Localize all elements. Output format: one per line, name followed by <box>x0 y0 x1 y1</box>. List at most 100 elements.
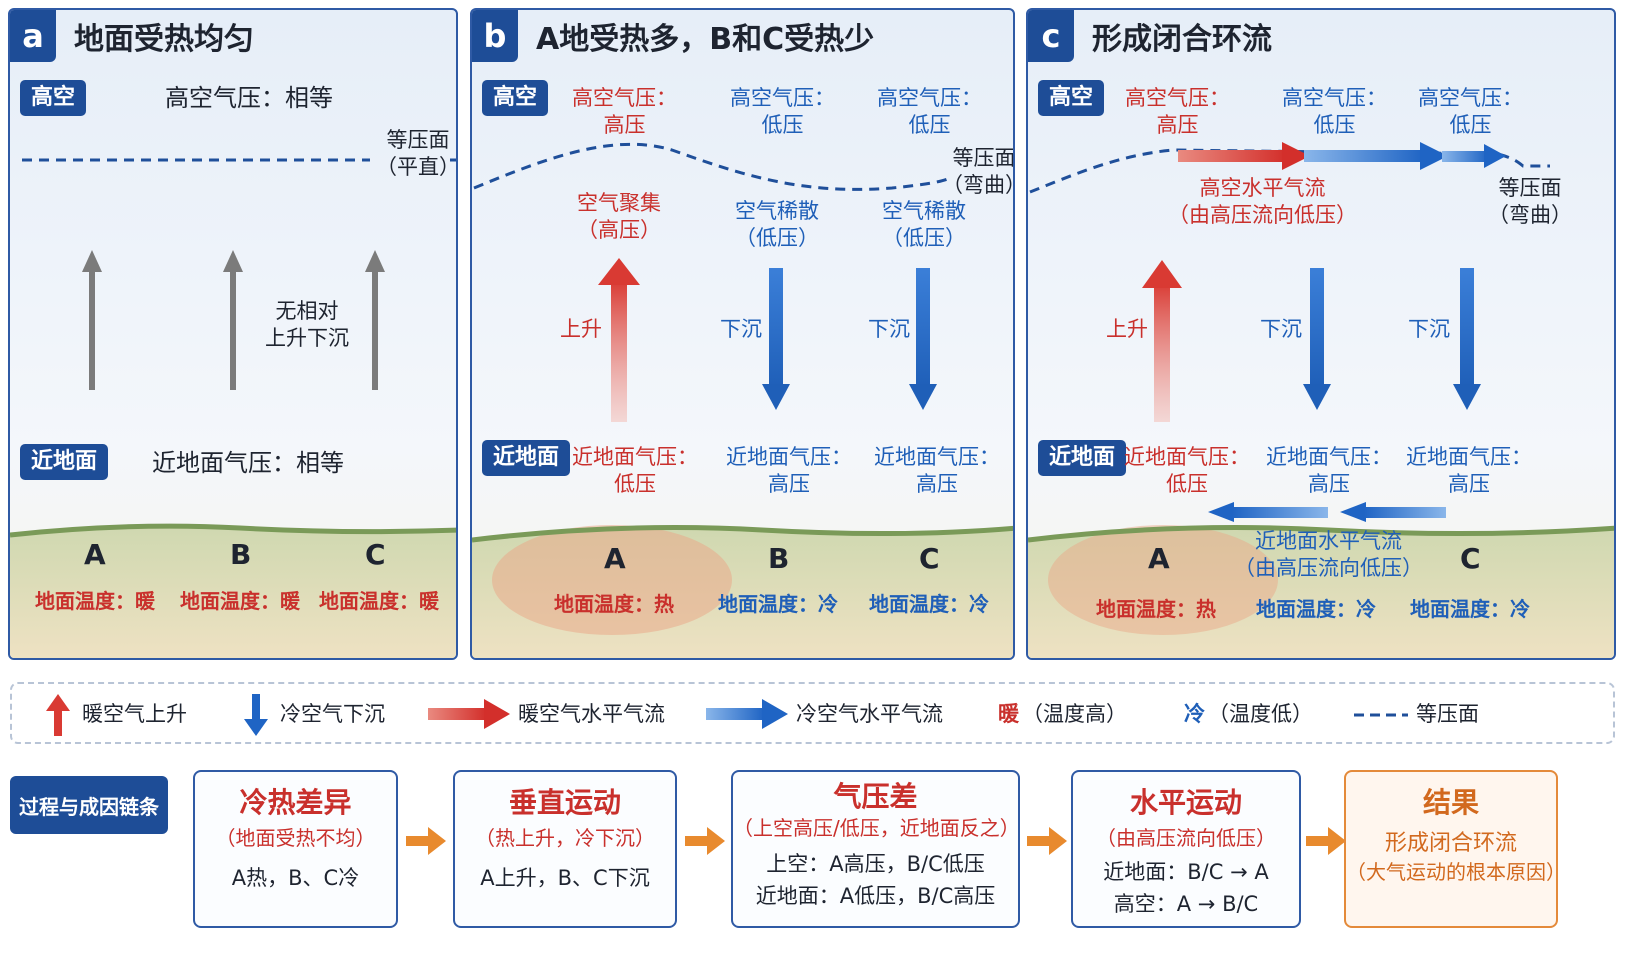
panel-b-ground-a: 近地面气压： 低压 <box>572 444 698 498</box>
panel-c-ground-a-label: 近地面气压： <box>1124 445 1250 469</box>
panel-b-thin-c: 空气稀散 （低压） <box>882 198 966 252</box>
panel-b-site-a: A <box>604 542 626 575</box>
legend-cold-sink: 冷空气下沉 <box>280 702 385 726</box>
panel-a-center-note: 无相对 上升下沉 <box>265 298 349 352</box>
panel-c-upper-c-value: 低压 <box>1449 113 1492 137</box>
panel-b-isobar <box>473 142 951 191</box>
panel-a-ground <box>10 526 456 658</box>
chain-result-line1: （大气运动的根本原因） <box>1346 860 1566 884</box>
panel-c-ground-b-value: 高压 <box>1308 472 1350 496</box>
panel-a-temp-c: 地面温度：暖 <box>319 589 439 613</box>
panel-c-ground-flow-1 <box>1208 502 1328 522</box>
legend-warm-flow: 暖空气水平气流 <box>518 702 665 726</box>
panel-a-center-note-2: 上升下沉 <box>265 326 349 350</box>
chain-arrow-4 <box>1306 827 1346 855</box>
panel-b-ground-b: 近地面气压： 高压 <box>726 444 852 498</box>
panel-c-ground-flow-2 <box>1340 502 1446 522</box>
panel-c-isobar-label-text: 等压面 <box>1498 176 1562 200</box>
panel-b-header: b A地受热多，B和C受热少 <box>472 10 1013 62</box>
panel-c-sink-c-label: 下沉 <box>1408 317 1450 341</box>
legend-warm-desc: （温度高） <box>1022 702 1127 726</box>
panel-b-sink-c-label: 下沉 <box>868 317 910 341</box>
panel-b-thin-b-text: 空气稀散 <box>735 199 819 223</box>
panel-a-ground-pressure: 近地面气压：相等 <box>152 449 344 477</box>
panel-c-upper-c: 高空气压： 低压 <box>1418 85 1523 139</box>
panel-c-upper-flow-red <box>1178 142 1310 170</box>
chain-arrow-2 <box>685 827 725 855</box>
panel-b-temp-b: 地面温度：冷 <box>718 592 838 616</box>
panel-c-site-a: A <box>1148 542 1170 575</box>
panel-c-grass-line <box>1028 525 1614 543</box>
chain-step-3-title: 气压差 <box>833 780 918 813</box>
panel-c-letter: c <box>1028 10 1074 62</box>
panel-c-sink-arrow-c <box>1453 268 1481 410</box>
panel-b-ground-a-value: 低压 <box>614 472 656 496</box>
panel-a-isobar-label-text: 等压面 <box>386 128 450 152</box>
chain-arrow-1 <box>406 827 446 855</box>
panel-a-temp-a: 地面温度：暖 <box>35 589 155 613</box>
panel-a-isobar-label: 等压面 （平直） <box>376 127 458 181</box>
panel-b-ground-badge: 近地面 <box>482 440 571 476</box>
panel-c-upper-flow-text: 高空水平气流 <box>1199 176 1326 200</box>
chain-step-2-title: 垂直运动 <box>508 786 621 819</box>
panel-a-neutral-arrow-c <box>365 250 385 390</box>
panel-a-upper-badge: 高空 <box>20 80 87 116</box>
panel-b-rise-arrow <box>598 258 640 422</box>
panel-b-sink-b-label: 下沉 <box>720 317 762 341</box>
chain-step-3-line1: 上空：A高压，B/C低压 <box>766 852 985 876</box>
panel-c-upper-flow-blue-1 <box>1304 142 1448 170</box>
panel-a-neutral-arrow-b <box>223 250 243 390</box>
panel-a-site-b: B <box>230 538 252 571</box>
chain-step-4-sub: （由高压流向低压） <box>1096 826 1276 850</box>
panel-a-letter: a <box>10 10 56 62</box>
panel-c-site-c: C <box>1460 542 1481 575</box>
panel-c-upper-a-label: 高空气压： <box>1125 86 1230 110</box>
panel-b-isobar-label-text: 等压面 <box>952 146 1015 170</box>
panel-c-temp-b: 地面温度：冷 <box>1256 597 1376 621</box>
panel-c-ground-c-value: 高压 <box>1448 472 1490 496</box>
panel-c-upper-a: 高空气压： 高压 <box>1125 85 1230 139</box>
panel-b-ground-b-value: 高压 <box>768 472 810 496</box>
panel-a-center-note-1: 无相对 <box>275 299 339 323</box>
panel-c-isobar <box>1029 148 1550 194</box>
panel-c-upper-b-value: 低压 <box>1313 113 1356 137</box>
panel-c: c 形成闭合环流 <box>1026 8 1616 660</box>
chain-step-2: 垂直运动 （热上升，冷下沉） A上升，B、C下沉 <box>453 770 677 928</box>
panel-c-upper-badge: 高空 <box>1038 80 1105 116</box>
chain-step-2-line1: A上升，B、C下沉 <box>480 866 650 890</box>
panel-c-ground-a: 近地面气压： 低压 <box>1124 444 1250 498</box>
panel-b-upper-b-label: 高空气压： <box>730 86 835 110</box>
chain-arrow-3 <box>1027 827 1067 855</box>
panel-c-upper-flow-note: （由高压流向低压） <box>1168 203 1357 227</box>
panel-c-temp-c: 地面温度：冷 <box>1410 597 1530 621</box>
panel-a-ground-badge: 近地面 <box>20 444 109 480</box>
panel-b: b A地受热多，B和C受热少 高空 高空气压： 高压 高空气压： 低压 高空气压… <box>470 8 1015 660</box>
panel-c-upper-b: 高空气压： 低压 <box>1282 85 1387 139</box>
chain-step-1-sub: （地面受热不均） <box>215 826 376 850</box>
legend-warm-word: 暖 <box>998 702 1019 726</box>
panel-a-header: a 地面受热均匀 <box>10 10 456 62</box>
panel-b-ground-c-value: 高压 <box>916 472 958 496</box>
panel-b-upper-c: 高空气压： 低压 <box>877 85 982 139</box>
panel-b-rise-label: 上升 <box>560 317 602 341</box>
chain-step-2-sub: （热上升，冷下沉） <box>475 826 655 850</box>
panel-a-title: 地面受热均匀 <box>74 22 254 57</box>
panel-c-header: c 形成闭合环流 <box>1028 10 1614 62</box>
panel-a-grass-line <box>10 523 456 538</box>
panel-c-rise-arrow <box>1142 260 1182 422</box>
panel-b-ground-a-label: 近地面气压： <box>572 445 698 469</box>
panel-a-graphics <box>10 158 456 658</box>
chain-step-3: 气压差 （上空高压/低压，近地面反之） 上空：A高压，B/C低压 近地面：A低压… <box>731 770 1020 928</box>
panel-b-isobar-label: 等压面 （弯曲） <box>942 145 1015 199</box>
panel-b-thin-b-note: （低压） <box>735 226 819 250</box>
panel-b-sink-arrow-c <box>909 268 937 410</box>
chain-step-4-title: 水平运动 <box>1129 786 1242 819</box>
panel-b-gather: 空气聚集 （高压） <box>577 190 661 244</box>
legend-isobar: 等压面 <box>1416 702 1479 726</box>
panel-b-upper-a-label: 高空气压： <box>572 86 677 110</box>
panel-a-isobar-note: （平直） <box>376 155 458 179</box>
panel-b-upper-b-value: 低压 <box>761 113 804 137</box>
chain-step-result: 结果 形成闭合环流 （大气运动的根本原因） <box>1344 770 1566 928</box>
panel-c-sink-b-label: 下沉 <box>1260 317 1302 341</box>
panel-b-gather-text: 空气聚集 <box>577 191 661 215</box>
